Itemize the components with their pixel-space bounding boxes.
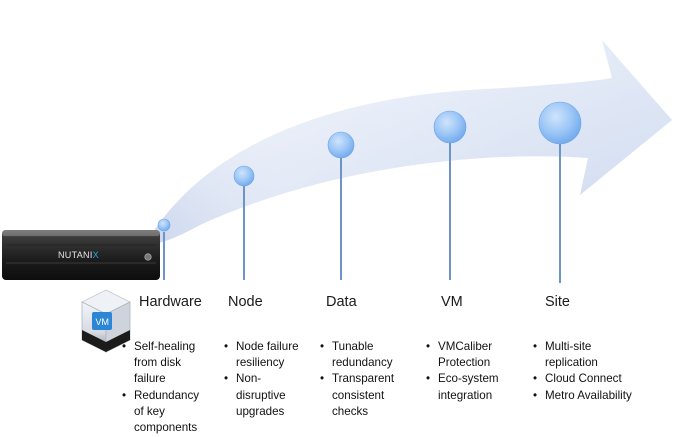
bullet-item: Cloud Connect: [531, 371, 632, 387]
vm-cube-label: VM: [96, 317, 110, 327]
growth-arrow: [145, 40, 672, 245]
stage-title-site: Site: [545, 294, 570, 310]
stage-title-node: Node: [228, 294, 263, 310]
marker-node: [233, 165, 255, 187]
stage-markers: [157, 101, 582, 232]
server-logo: NUTANIX: [58, 250, 99, 260]
marker-vm: [433, 110, 467, 144]
marker-data: [327, 131, 355, 159]
nutanix-server: NUTANIX: [2, 230, 160, 280]
bullets-node: Node failureresiliencyNon-disruptiveupgr…: [222, 339, 299, 420]
bullets-site: Multi-sitereplicationCloud ConnectMetro …: [531, 339, 632, 404]
bullets-data: TunableredundancyTransparentconsistentch…: [318, 339, 394, 420]
stage-title-data: Data: [326, 294, 357, 310]
marker-site: [538, 101, 582, 145]
marker-hardware: [157, 218, 171, 232]
stage-title-vm: VM: [441, 294, 463, 310]
stage-title-hardware: Hardware: [139, 294, 202, 310]
stage-stems: [163, 143, 561, 283]
bullet-item: Metro Availability: [531, 388, 632, 404]
